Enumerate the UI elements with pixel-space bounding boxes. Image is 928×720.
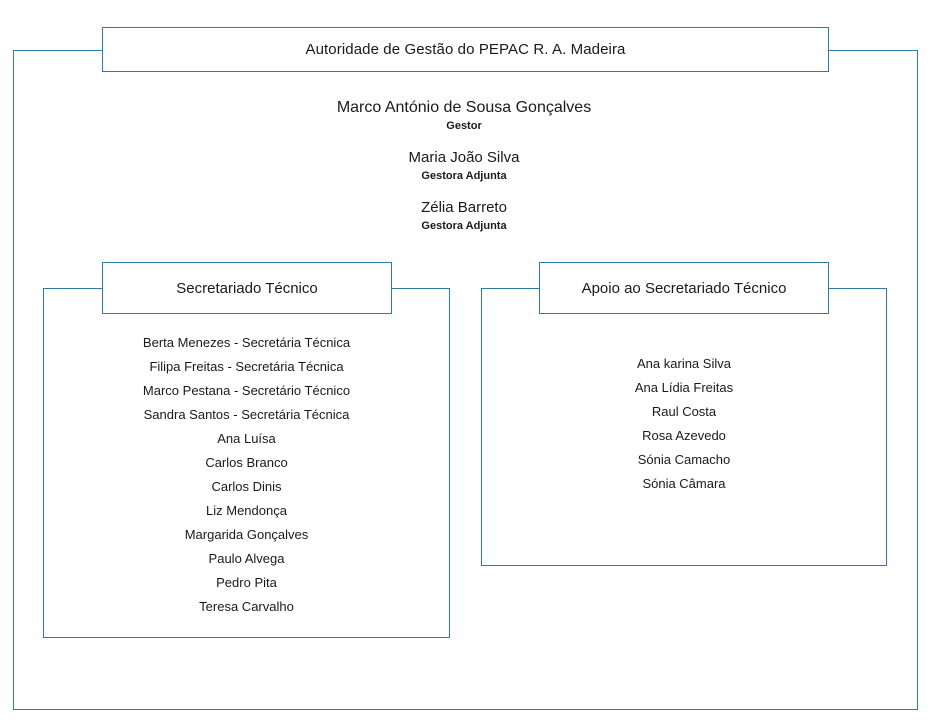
list-item: Sónia Câmara: [642, 476, 726, 491]
deputy-manager-role: Gestora Adjunta: [421, 170, 507, 182]
left-unit-frame-left-edge: [43, 288, 44, 637]
list-item: Filipa Freitas - Secretária Técnica: [149, 359, 344, 374]
unit-header-box-apoio-secretariado-tecnico: Apoio ao Secretariado Técnico: [539, 262, 829, 314]
list-item: Marco Pestana - Secretário Técnico: [142, 383, 351, 398]
right-unit-frame-left-edge: [481, 288, 482, 565]
manager-role: Gestor: [446, 120, 482, 132]
list-item: Sandra Santos - Secretária Técnica: [143, 407, 350, 422]
list-item: Sónia Camacho: [637, 452, 731, 467]
right-unit-frame-top-right-connector: [829, 288, 887, 289]
outer-frame-left-edge: [13, 50, 14, 710]
authority-title-box: Autoridade de Gestão do PEPAC R. A. Made…: [102, 27, 829, 72]
management-person: Zélia Barreto Gestora Adjunta: [0, 198, 928, 234]
outer-frame-bottom-edge: [13, 709, 918, 710]
left-unit-frame-top-left-connector: [43, 288, 103, 289]
list-item: Carlos Dinis: [211, 479, 282, 494]
deputy-manager-role: Gestora Adjunta: [421, 220, 507, 232]
list-item: Liz Mendonça: [206, 503, 287, 518]
deputy-manager-name: Zélia Barreto: [421, 199, 507, 216]
list-item: Ana karina Silva: [637, 356, 731, 371]
left-unit-frame-bottom-edge: [43, 637, 450, 638]
member-list-secretariado-tecnico: Berta Menezes - Secretária Técnica Filip…: [43, 331, 450, 619]
outer-frame-top-left-connector: [13, 50, 103, 51]
left-unit-frame-right-edge: [449, 288, 450, 637]
list-item: Ana Lídia Freitas: [634, 380, 734, 395]
list-item: Pedro Pita: [216, 575, 277, 590]
management-person: Marco António de Sousa Gonçalves Gestor: [0, 98, 928, 134]
outer-frame-right-edge: [917, 50, 918, 710]
left-unit-frame-top-right-connector: [391, 288, 450, 289]
list-item: Margarida Gonçalves: [184, 527, 309, 542]
page-title: Autoridade de Gestão do PEPAC R. A. Made…: [305, 41, 626, 58]
outer-frame-top-right-connector: [828, 50, 918, 51]
unit-header-box-secretariado-tecnico: Secretariado Técnico: [102, 262, 392, 314]
right-unit-frame-right-edge: [886, 288, 887, 565]
list-item: Raul Costa: [651, 404, 717, 419]
management-person: Maria João Silva Gestora Adjunta: [0, 148, 928, 184]
list-item: Teresa Carvalho: [199, 599, 294, 614]
member-list-apoio-secretariado-tecnico: Ana karina Silva Ana Lídia Freitas Raul …: [481, 352, 887, 496]
management-list: Marco António de Sousa Gonçalves Gestor …: [0, 98, 928, 234]
right-unit-frame-top-left-connector: [481, 288, 539, 289]
list-item: Rosa Azevedo: [642, 428, 726, 443]
unit-header-label: Apoio ao Secretariado Técnico: [581, 279, 787, 297]
manager-name: Marco António de Sousa Gonçalves: [336, 99, 592, 116]
unit-header-label: Secretariado Técnico: [176, 279, 318, 297]
deputy-manager-name: Maria João Silva: [408, 149, 520, 166]
right-unit-frame-bottom-edge: [481, 565, 887, 566]
list-item: Berta Menezes - Secretária Técnica: [142, 335, 351, 350]
list-item: Paulo Alvega: [208, 551, 285, 566]
list-item: Ana Luísa: [217, 431, 276, 446]
list-item: Carlos Branco: [205, 455, 288, 470]
